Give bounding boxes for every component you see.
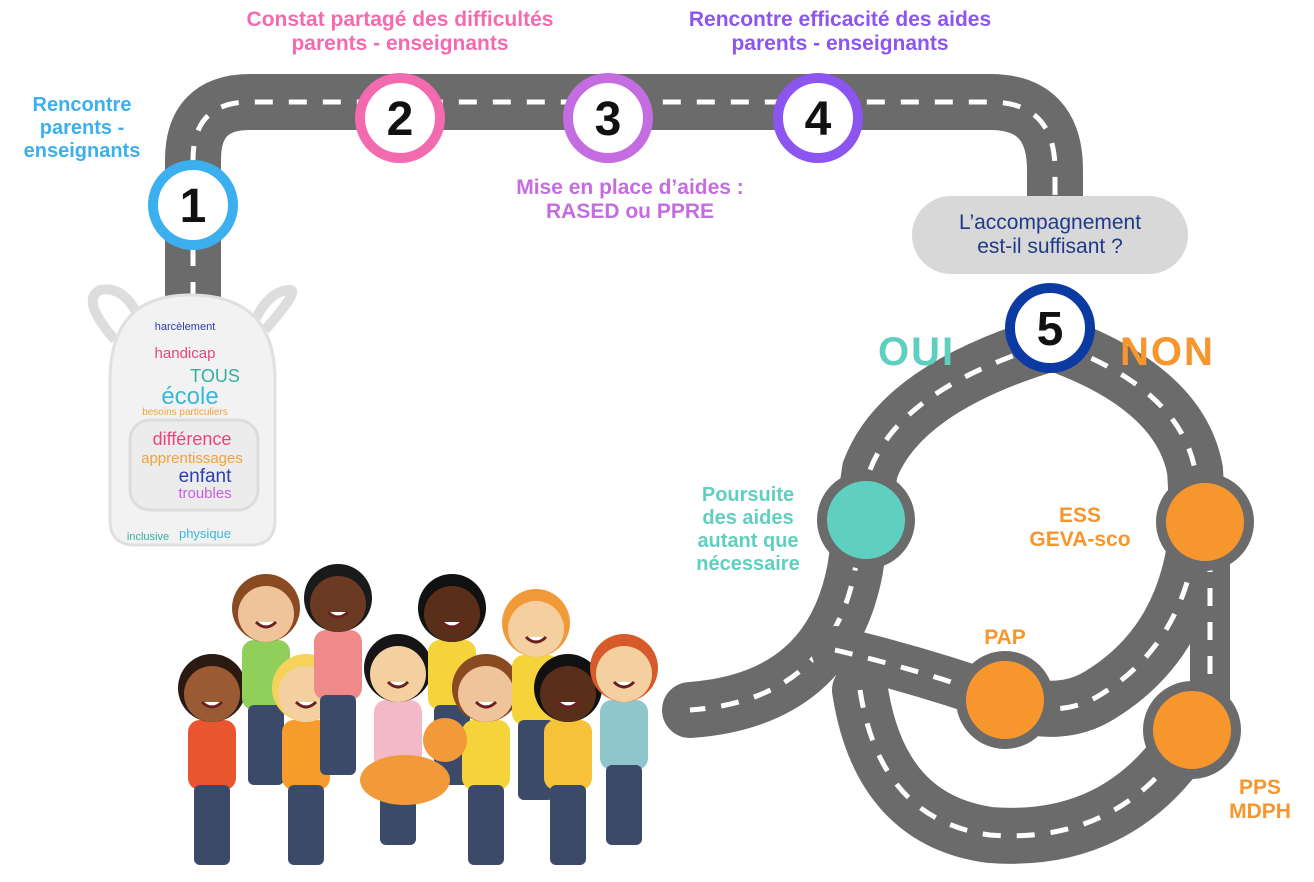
question-line: L’accompagnement xyxy=(958,210,1142,234)
child-figure xyxy=(534,654,602,865)
poursuite-circle xyxy=(817,471,915,569)
step-3-marker: 3 xyxy=(563,73,653,163)
backpack-strap-right xyxy=(250,284,298,334)
child-figure xyxy=(364,634,432,845)
step-3-label-line: Mise en place d’aides : xyxy=(516,176,744,199)
word-cloud-word: handicap xyxy=(155,345,216,362)
step-1-label-line: Rencontre xyxy=(32,94,132,116)
poursuite-label-line: Poursuite xyxy=(701,484,795,506)
word-cloud-word: harcèlement xyxy=(155,321,216,333)
child-figure xyxy=(590,634,658,845)
ess-label: ESS GEVA-sco xyxy=(1010,504,1150,552)
backpack-strap-left xyxy=(87,284,145,344)
word-cloud-word: physique xyxy=(179,526,231,541)
ess-label-line: GEVA-sco xyxy=(1029,528,1131,552)
pap-circle xyxy=(956,651,1054,749)
step-1-label-line: parents - xyxy=(39,117,125,139)
step-4-label: Rencontre efficacité des aides parents -… xyxy=(640,8,1040,56)
poursuite-label-line: nécessaire xyxy=(696,553,800,575)
step-5-marker: 5 xyxy=(1005,283,1095,373)
ess-label-line: ESS xyxy=(1058,504,1102,527)
pps-circle xyxy=(1143,681,1241,779)
step-2-label: Constat partagé des difficultés parents … xyxy=(200,8,600,56)
pps-label: PPS MDPH xyxy=(1210,776,1310,824)
word-cloud-word: TOUS xyxy=(190,366,240,386)
pps-label-line: MDPH xyxy=(1229,800,1291,824)
oui-label: OUI xyxy=(878,330,956,374)
step-2-label-line: Constat partagé des difficultés xyxy=(246,8,554,31)
step-4-marker: 4 xyxy=(773,73,863,163)
backpack-word-cloud: différence apprentissages enfant trouble… xyxy=(87,284,298,547)
step-4-number: 4 xyxy=(805,93,832,146)
step-2-number: 2 xyxy=(387,93,414,146)
word-cloud-word: inclusive xyxy=(127,531,169,543)
children-illustration xyxy=(178,564,658,865)
pps-label-line: PPS xyxy=(1238,776,1282,799)
poursuite-label-line: des aides xyxy=(702,507,794,529)
pap-label: PAP xyxy=(984,626,1026,649)
question-bubble: L’accompagnement est-il suffisant ? xyxy=(912,196,1188,274)
step-2-label-line: parents - enseignants xyxy=(291,32,509,56)
step-3-label: Mise en place d’aides : RASED ou PPRE xyxy=(480,176,780,224)
word-cloud-word: apprentissages xyxy=(141,450,243,467)
step-3-number: 3 xyxy=(595,93,622,146)
step-4-label-line: Rencontre efficacité des aides xyxy=(688,8,992,31)
word-cloud-word: enfant xyxy=(179,466,233,487)
dog-figure xyxy=(360,718,467,805)
backpack-pocket xyxy=(128,418,260,512)
step-4-label-line: parents - enseignants xyxy=(731,32,949,56)
step-2-marker: 2 xyxy=(355,73,445,163)
non-label: NON xyxy=(1120,330,1215,374)
question-line: est-il suffisant ? xyxy=(977,235,1123,258)
lower-loop-dashes xyxy=(857,689,1193,839)
step-1-label-line: enseignants xyxy=(23,140,141,162)
poursuite-label-line: autant que xyxy=(697,530,799,552)
step-5-number: 5 xyxy=(1037,303,1064,356)
child-figure xyxy=(178,654,246,865)
step-1-label: Rencontre parents - enseignants xyxy=(8,94,156,163)
step-1-number: 1 xyxy=(180,180,207,233)
step-3-label-line: RASED ou PPRE xyxy=(545,200,715,224)
word-cloud-word: différence xyxy=(153,429,232,449)
poursuite-label: Poursuite des aides autant que nécessair… xyxy=(680,484,816,576)
word-cloud-word: besoins particuliers xyxy=(142,407,228,418)
non-road-dashes xyxy=(1004,342,1201,712)
step-1-marker: 1 xyxy=(148,160,238,250)
child-figure xyxy=(304,564,372,775)
child-figure xyxy=(452,654,520,865)
word-cloud-word: troubles xyxy=(178,485,231,502)
word-cloud-word: école xyxy=(161,383,218,410)
ess-circle xyxy=(1156,473,1254,571)
